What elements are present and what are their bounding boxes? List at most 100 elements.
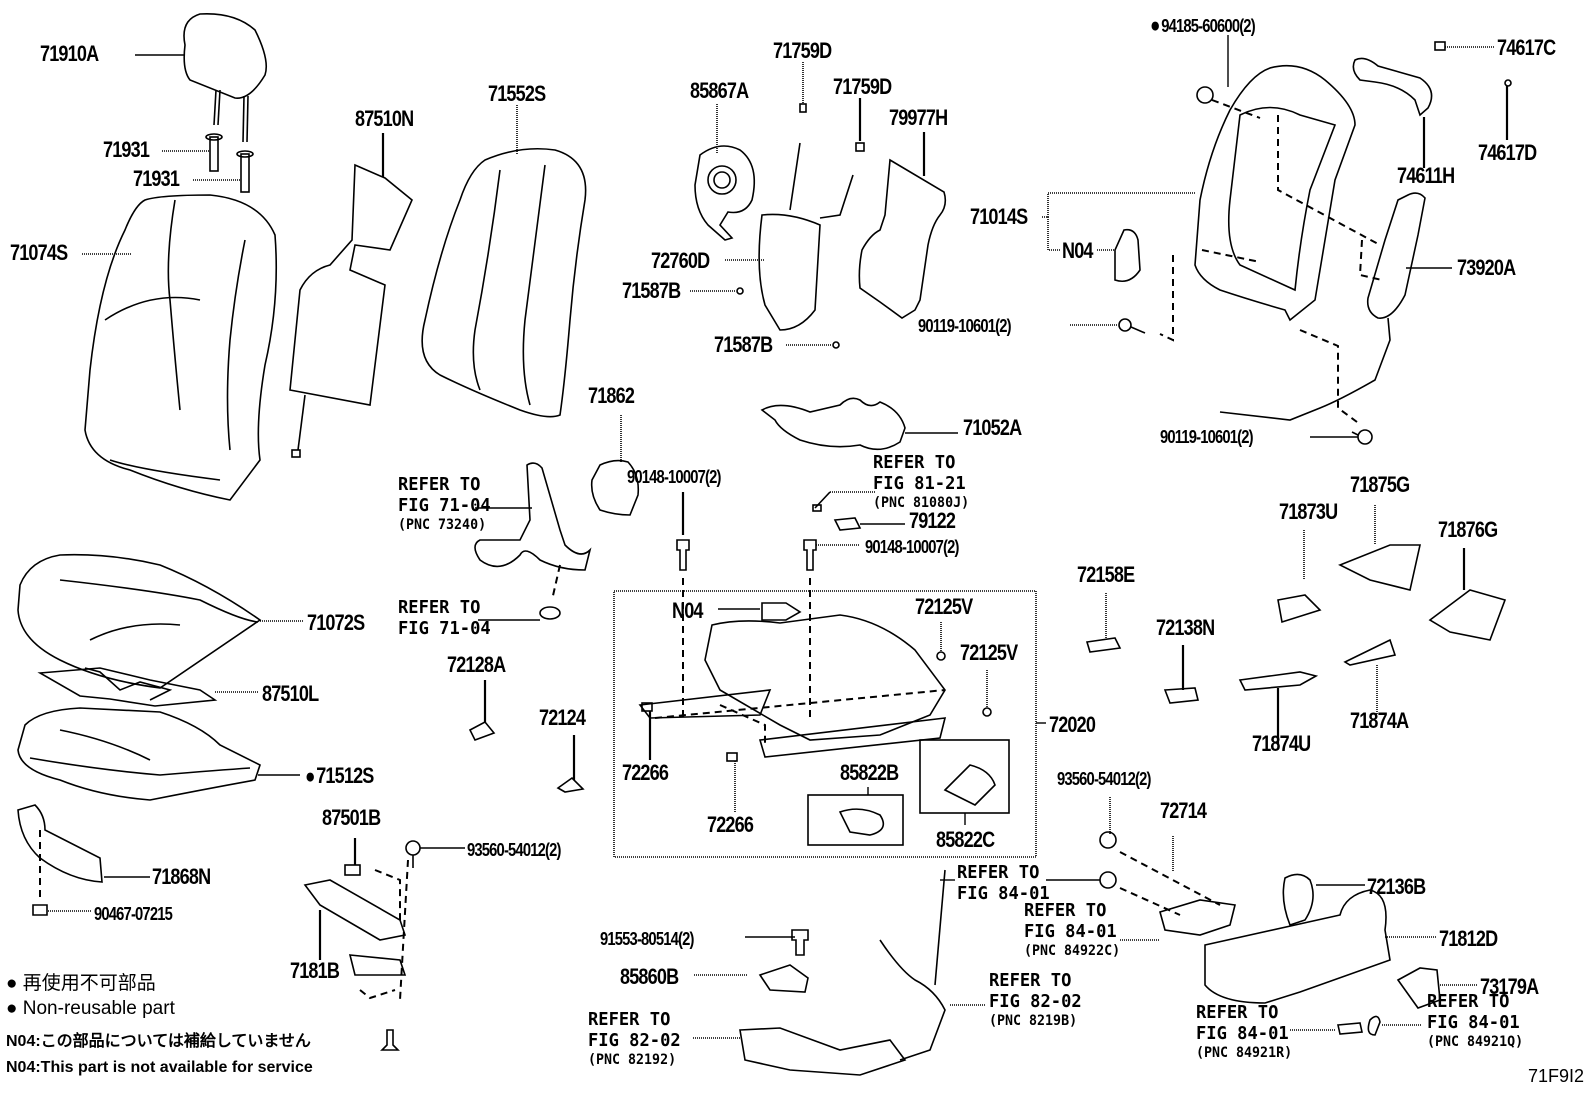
part-label-71052A[interactable]: 71052A (963, 415, 1022, 440)
part-label-72266[interactable]: 72266 (707, 812, 754, 837)
part-label-72020[interactable]: 72020 (1049, 712, 1096, 737)
reference-fig-82-02-pnc-8219b[interactable]: REFER TO FIG 82-02 (PNC 8219B) (989, 970, 1082, 1030)
part-label-71812D[interactable]: 71812D (1439, 926, 1498, 951)
figure-code: 71F9I2 (1527, 1066, 1584, 1086)
legend-n04-jp: N04:この部品については補給していません (6, 1033, 311, 1050)
seatback-heater-drawing (289, 133, 413, 458)
part-label-74617D[interactable]: 74617D (1478, 140, 1537, 165)
part-label-71868N[interactable]: 71868N (152, 864, 211, 889)
pad-drawing (858, 132, 947, 319)
reference-fig-82-02-pnc-82192[interactable]: REFER TO FIG 82-02 (PNC 82192) (588, 1009, 681, 1069)
reference-pnc: (PNC 84921R) (1196, 1045, 1293, 1061)
part-label-85822B[interactable]: 85822B (840, 760, 899, 785)
reference-fig: FIG 84-01 (1024, 921, 1117, 942)
part-label-71874A[interactable]: 71874A (1350, 708, 1409, 733)
seat-cushion-pad-drawing (17, 707, 300, 801)
part-label-71873U[interactable]: 71873U (1279, 499, 1338, 524)
part-label-71759D[interactable]: 71759D (773, 38, 832, 63)
reference-fig: FIG 84-01 (1196, 1023, 1289, 1044)
legend-non-reusable-jp: ● 再使用不可部品 (6, 972, 156, 996)
part-label-72714[interactable]: 72714 (1160, 798, 1207, 823)
part-label-71074S[interactable]: 71074S (10, 240, 68, 265)
headrest-drawing (135, 13, 268, 193)
part-label-87510N[interactable]: 87510N (355, 106, 414, 131)
reference-fig-84-01-pnc-84921q[interactable]: REFER TO FIG 84-01 (PNC 84921Q) (1427, 991, 1523, 1051)
reference-fig-71-04[interactable]: REFER TO FIG 71-04 (398, 597, 491, 639)
reference-line1: REFER TO (398, 597, 481, 618)
part-label-94185-60600[interactable]: 94185-60600(2) (1150, 15, 1255, 37)
part-label-71014S[interactable]: 71014S (970, 204, 1028, 229)
part-label-72125V[interactable]: 72125V (915, 594, 973, 619)
reference-fig-81-21-pnc-81080j[interactable]: REFER TO FIG 81-21 (PNC 81080J) (873, 452, 969, 512)
reference-line1: REFER TO (1427, 991, 1510, 1012)
part-label-93560-54012[interactable]: 93560-54012(2) (1057, 769, 1151, 789)
part-label-79977H[interactable]: 79977H (889, 105, 948, 130)
reference-fig-84-01-pnc-84922c[interactable]: REFER TO FIG 84-01 (PNC 84922C) (1024, 900, 1120, 960)
part-label-71874U[interactable]: 71874U (1252, 731, 1311, 756)
reference-fig-84-01-pnc-84921r[interactable]: REFER TO FIG 84-01 (PNC 84921R) (1196, 1002, 1292, 1062)
seat-cushion-cover-drawing (17, 553, 303, 689)
reference-pnc: (PNC 84922C) (1024, 943, 1121, 959)
part-label-71512S[interactable]: 71512S (305, 765, 374, 788)
part-label-71552S[interactable]: 71552S (488, 81, 546, 106)
part-label-71931[interactable]: 71931 (103, 137, 150, 162)
seat-wire-drawing (760, 397, 958, 531)
part-label-87510L[interactable]: 87510L (262, 681, 319, 706)
part-label-74611H[interactable]: 74611H (1397, 163, 1455, 188)
part-label-79122[interactable]: 79122 (909, 508, 956, 533)
reference-line1: REFER TO (588, 1009, 671, 1030)
part-label-93560-54012[interactable]: 93560-54012(2) (467, 840, 561, 860)
part-label-87501B[interactable]: 87501B (322, 805, 381, 830)
reference-pnc: (PNC 73240) (398, 517, 487, 533)
part-label-90119-10601[interactable]: 90119-10601(2) (1160, 427, 1254, 447)
part-label-71587B[interactable]: 71587B (714, 332, 773, 357)
reference-line1: REFER TO (1024, 900, 1107, 921)
side-airbag-drawing (1219, 192, 1452, 445)
part-label-90148-10007[interactable]: 90148-10007(2) (865, 537, 959, 557)
ecu-harness-drawing (693, 869, 985, 1076)
part-label-85822C[interactable]: 85822C (936, 827, 995, 852)
part-label-71876G[interactable]: 71876G (1438, 517, 1498, 542)
part-label-72158E[interactable]: 72158E (1077, 562, 1135, 587)
part-label-91553-80514[interactable]: 91553-80514(2) (600, 929, 694, 949)
part-label-72266[interactable]: 72266 (622, 760, 669, 785)
part-label-85867A[interactable]: 85867A (690, 78, 749, 103)
lumbar-motor-drawing (694, 104, 756, 241)
part-label-85860B[interactable]: 85860B (620, 964, 679, 989)
part-label-90148-10007[interactable]: 90148-10007(2) (627, 467, 721, 487)
reference-fig-84-01[interactable]: REFER TO FIG 84-01 (957, 862, 1050, 904)
part-label-N04[interactable]: N04 (1062, 238, 1093, 263)
part-label-71875G[interactable]: 71875G (1350, 472, 1410, 497)
reference-line1: REFER TO (1196, 1002, 1279, 1023)
part-label-72125V[interactable]: 72125V (960, 640, 1018, 665)
reference-fig-71-04-pnc-73240[interactable]: REFER TO FIG 71-04 (PNC 73240) (398, 474, 491, 534)
part-label-73179A[interactable]: 73179A (1480, 974, 1539, 999)
part-label-71072S[interactable]: 71072S (307, 610, 365, 635)
part-label-71862[interactable]: 71862 (588, 383, 635, 408)
part-label-71910A[interactable]: 71910A (40, 41, 99, 66)
legend-text: 再使用不可部品 (22, 973, 156, 994)
cover-71868n-drawing (17, 804, 150, 916)
seatback-cover-drawing (82, 194, 278, 501)
part-label-N04[interactable]: N04 (672, 598, 703, 623)
part-label-72760D[interactable]: 72760D (651, 248, 710, 273)
part-label-7181B[interactable]: 7181B (290, 958, 340, 983)
part-label-72136B[interactable]: 72136B (1367, 874, 1426, 899)
part-label-73920A[interactable]: 73920A (1457, 255, 1516, 280)
reference-line1: REFER TO (873, 452, 956, 473)
part-label-72128A[interactable]: 72128A (447, 652, 506, 677)
part-label-74617C[interactable]: 74617C (1497, 35, 1556, 60)
harness-drawing (474, 462, 592, 621)
seat-cushion-heater-drawing (37, 667, 258, 707)
part-label-71759D[interactable]: 71759D (833, 74, 892, 99)
part-label-71587B[interactable]: 71587B (622, 278, 681, 303)
part-label-90119-10601[interactable]: 90119-10601(2) (918, 316, 1012, 336)
reference-pnc: (PNC 82192) (588, 1052, 677, 1068)
relay-bracket-drawing (303, 838, 465, 1051)
part-label-72124[interactable]: 72124 (539, 705, 586, 730)
part-label-72138N[interactable]: 72138N (1156, 615, 1215, 640)
part-label-90467-07215[interactable]: 90467-07215 (94, 904, 173, 924)
seatback-pad-drawing (421, 105, 587, 418)
part-label-71931[interactable]: 71931 (133, 166, 180, 191)
